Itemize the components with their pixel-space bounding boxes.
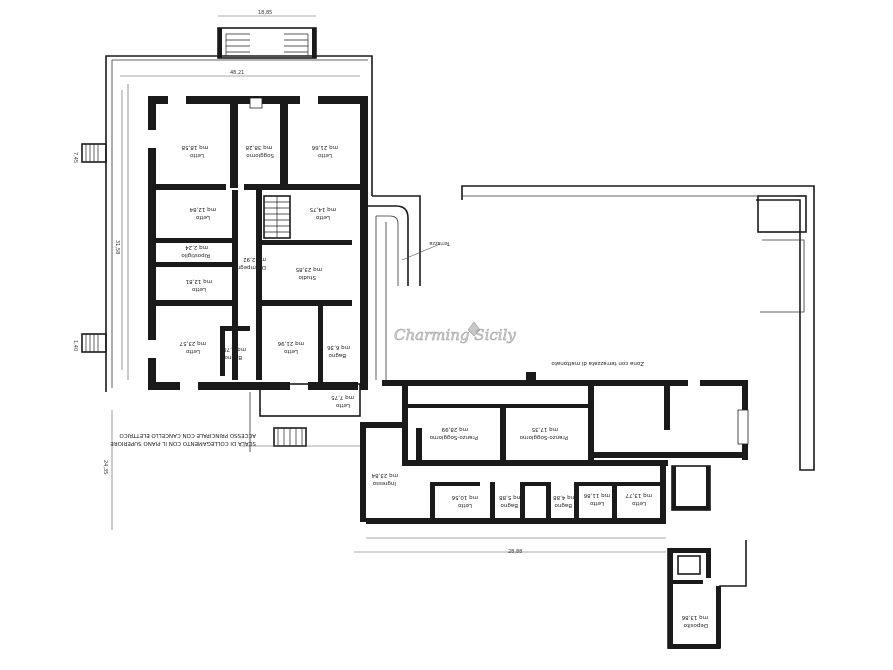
svg-text:Letto: Letto [185,348,200,354]
svg-text:Letto: Letto [335,402,350,408]
dim-left-2: 1,40 [72,340,78,351]
svg-text:mq 11,86: mq 11,86 [583,492,610,498]
svg-text:mq 21,66: mq 21,66 [311,144,338,150]
room-16: Pranzo-Soggiorno mq 17,35 [519,426,568,440]
room-13: Letto mq 7,75 [331,394,354,408]
room-6: Ripostiglio mq 2,24 [181,244,210,258]
svg-text:Studio: Studio [298,274,316,280]
svg-text:mq 7,75: mq 7,75 [331,394,354,400]
svg-text:Letto: Letto [315,214,330,220]
svg-text:mq 13,77: mq 13,77 [625,492,652,498]
svg-text:mq 12,84: mq 12,84 [189,206,216,212]
svg-text:mq 12,81: mq 12,81 [186,278,212,284]
room-17: Letto mq 10,56 [451,494,478,508]
svg-text:mq 38,28: mq 38,28 [245,144,272,150]
room-8: Letto mq 12,81 [186,278,212,292]
room-14: Ingresso mq 23,84 [371,472,398,486]
room-5: Disimpegno mq 2,92 [233,256,266,270]
room-labels: Letto mq 18,58 Soggiorno mq 38,28 Letto … [179,144,708,628]
svg-text:Letto: Letto [317,152,332,158]
svg-text:Pranzo-Soggiorno: Pranzo-Soggiorno [519,434,568,440]
room-4: Letto mq 14,75 [309,206,336,220]
svg-text:Ripostiglio: Ripostiglio [181,252,210,258]
room-7: Studio mq 23,85 [295,266,322,280]
svg-text:mq 23,57: mq 23,57 [179,340,206,346]
top-stair-bridge: 18,85 [217,10,317,59]
svg-text:Letto: Letto [283,348,298,354]
room-3: Letto mq 12,84 [189,206,216,220]
svg-text:mq 6,36: mq 6,36 [327,344,350,350]
svg-text:mq 10,56: mq 10,56 [451,494,478,500]
dim-total-height: 31,58 [114,240,120,254]
svg-text:mq 14,75: mq 14,75 [309,206,336,212]
svg-text:mq 2,24: mq 2,24 [185,244,208,250]
dim-top: 18,85 [258,10,272,16]
room-22: Deposito mq 13,86 [681,614,708,628]
svg-text:Bagno: Bagno [224,354,242,360]
room-9: Letto mq 23,57 [179,340,206,354]
svg-text:Letto: Letto [631,500,646,506]
room-2: Letto mq 21,66 [311,144,338,158]
room-11: Letto mq 21,96 [277,340,304,354]
ramp: Terrazza [368,195,451,380]
svg-text:Letto: Letto [195,214,210,220]
west-wing [148,96,368,390]
svg-text:mq 18,58: mq 18,58 [181,144,208,150]
svg-text:mq 21,96: mq 21,96 [277,340,304,346]
courtyard-outline: Zona con terrazzata di mattonato [461,185,815,471]
svg-text:Deposito: Deposito [683,622,708,628]
svg-text:mq 23,85: mq 23,85 [295,266,322,272]
room-10: Bagno mq 3,78 [223,346,246,360]
svg-text:Soggiorno: Soggiorno [246,152,274,158]
watermark-text: Charming Sicily [394,326,516,344]
svg-text:mq 3,78: mq 3,78 [223,346,246,352]
dim-total-width: 48,21 [230,70,244,76]
svg-text:Pranzo-Soggiorno: Pranzo-Soggiorno [429,434,478,440]
legend-line2: SCALA DI COLLEGAMENTO CON IL PIANO SUPER… [110,440,256,446]
legend-line1: ACCESSO PRINCIPALE CON CANCELLO ELETTRIC… [119,432,256,438]
svg-text:mq 13,86: mq 13,86 [681,614,708,620]
svg-text:mq 17,35: mq 17,35 [531,426,558,432]
room-12: Bagno mq 6,36 [327,344,350,358]
room-21: Letto mq 13,77 [625,492,652,506]
svg-text:mq 28,99: mq 28,99 [441,426,468,432]
room-15: Pranzo-Soggiorno mq 28,99 [429,426,478,440]
svg-text:Bagno: Bagno [554,502,572,508]
south-annex [667,540,747,649]
dim-lower: 24,35 [102,460,108,474]
ramp-note: Terrazza [429,240,451,246]
svg-text:mq 2,92: mq 2,92 [243,256,266,262]
dim-left-1: 7,45 [72,152,78,163]
svg-text:mq 5,88: mq 5,88 [499,494,522,500]
room-18: Bagno mq 5,88 [499,494,522,508]
svg-text:Bagno: Bagno [500,502,518,508]
watermark-logo: Charming Sicily [394,321,517,344]
terrace-outline: 48,21 31,58 7,45 1,40 [72,55,373,392]
svg-text:Letto: Letto [457,502,472,508]
east-wing: ACCESSO PRINCIPALE CON CANCELLO ELETTRIC… [102,372,749,555]
svg-text:Bagno: Bagno [328,352,346,358]
svg-text:Disimpegno: Disimpegno [233,264,266,270]
zone-note: Zona con terrazzata di mattonato [551,360,644,366]
room-20: Letto mq 11,86 [583,492,610,506]
svg-text:Ingresso: Ingresso [372,480,396,486]
room-1: Soggiorno mq 38,28 [245,144,274,158]
room-0: Letto mq 18,58 [181,144,208,158]
svg-text:Letto: Letto [189,152,204,158]
svg-text:mq 4,88: mq 4,88 [553,494,576,500]
svg-text:mq 23,84: mq 23,84 [371,472,398,478]
svg-text:Letto: Letto [589,500,604,506]
svg-text:Letto: Letto [191,286,206,292]
room-19: Bagno mq 4,88 [553,494,576,508]
